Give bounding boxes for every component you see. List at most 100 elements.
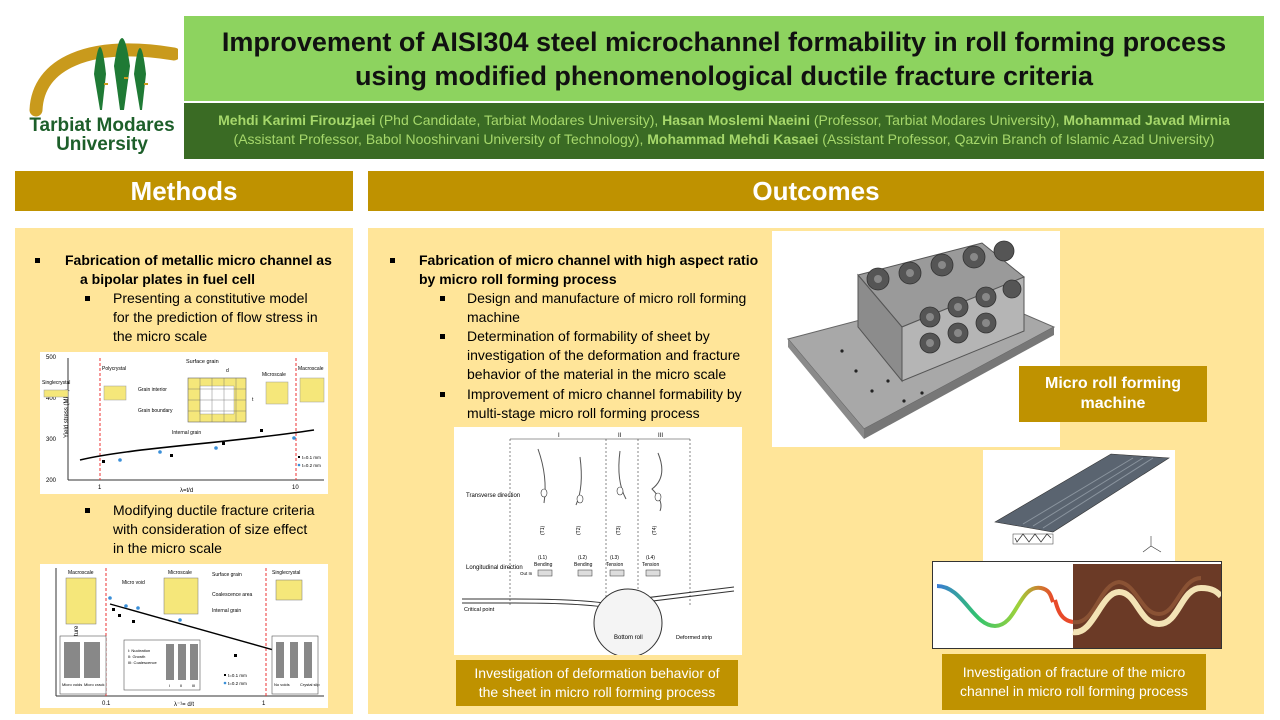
mode-t: (T3) — [616, 526, 622, 536]
methods-bullet-1: Fabrication of metallic micro channel as… — [65, 252, 332, 287]
label-micro-voids: Micro voids — [62, 682, 82, 687]
xtick: 0.1 — [102, 701, 111, 707]
logo-text-line1: Tarbiat Modares — [29, 115, 175, 136]
mode-t: (T1) — [540, 526, 546, 536]
roll-forming-machine-image — [772, 231, 1060, 447]
label-polycrystal: Polycrystal — [102, 366, 126, 372]
author-affiliation: (Assistant Professor, Babol Nooshirvani … — [233, 131, 648, 147]
legend-entry: t=0.2 mm — [302, 463, 321, 468]
label-bottom-roll: Bottom roll — [614, 635, 643, 641]
ytick: 500 — [46, 355, 57, 361]
mode-l: (L3) — [610, 555, 619, 561]
label-micro-void: Micro void — [122, 580, 145, 586]
yaxis-label: Yield stress (MPa) — [64, 389, 70, 438]
zone-label: I — [558, 433, 560, 439]
legend-entry: t=0.1 mm — [302, 455, 321, 460]
poster-title: Improvement of AISI304 steel microchanne… — [222, 25, 1226, 93]
author-affiliation: (Professor, Tarbiat Modares University), — [809, 112, 1064, 128]
label-internal-grain: Internal grain — [212, 608, 241, 614]
label-singlecrystal: Singlecrystal — [42, 380, 70, 386]
xtick: 1 — [98, 485, 102, 491]
authors-banner: Mehdi Karimi Firouzjaei (Phd Candidate, … — [184, 103, 1264, 159]
ytick: 300 — [46, 437, 57, 443]
mode-name: Bending — [574, 562, 593, 568]
label-out-in: Out In — [520, 571, 533, 576]
label-deformed-strip: Deformed strip — [676, 635, 712, 641]
zone-label: III — [658, 433, 663, 439]
stage-label: III: Coalescence — [128, 660, 157, 665]
label-critical-point: Critical point — [464, 607, 495, 613]
ytick: 400 — [46, 396, 57, 402]
label-surface-grain: Surface grain — [212, 572, 242, 578]
label-t: t — [252, 397, 254, 403]
title-line2: using modified phenomenological ductile … — [354, 60, 1094, 91]
author-name: Mohammad Javad Mirnia — [1063, 112, 1230, 128]
label-macroscale: Macroscale — [68, 570, 94, 576]
label-internal-grain: Internal grain — [172, 430, 201, 436]
stage-label: II: Growth — [128, 654, 145, 659]
sub-bullet-marker — [85, 296, 90, 301]
label-macroscale: Macroscale — [298, 366, 324, 372]
mode-l: (L4) — [646, 555, 655, 561]
sub-bullet-marker — [440, 296, 445, 301]
mode-name: Bending — [534, 562, 553, 568]
logo-text-line2: University — [56, 134, 148, 155]
zone-label: II — [618, 433, 622, 439]
stage-roman: III — [192, 683, 195, 688]
xtick: 10 — [292, 485, 299, 491]
label-surface-grain: Surface grain — [186, 359, 219, 365]
label-micro-crack: Micro crack — [84, 682, 104, 687]
mode-name: Tension — [606, 562, 623, 568]
outcomes-sub-bullet-2: Determination of formability of sheet by… — [467, 328, 741, 382]
fracture-strain-figure: Fracture strain 0.1 1 λ⁻¹= d/t Macroscal… — [40, 564, 328, 708]
caption-deformation: Investigation of deformation behavior of… — [456, 660, 738, 706]
yield-stress-figure: 500 400 300 200 Yield stress (MPa) 1 10 … — [40, 352, 328, 494]
title-line1: Improvement of AISI304 steel microchanne… — [221, 26, 1227, 57]
sub-bullet-marker — [85, 508, 90, 513]
stage-roman: II — [180, 683, 182, 688]
label-crystal-slip: Crystal slip — [300, 682, 320, 687]
label-microscale: Microscale — [262, 372, 286, 378]
outcomes-heading: Outcomes — [368, 171, 1264, 211]
label-microscale: Microscale — [168, 570, 192, 576]
stage-roman: I — [169, 683, 170, 688]
author-name: Mohammad Mehdi Kasaei — [647, 131, 819, 147]
cypress-tree-icon — [29, 38, 178, 117]
xaxis-label: λ⁻¹= d/t — [174, 702, 194, 708]
label-transverse: Transverse direction — [466, 493, 520, 499]
sub-bullet-marker — [440, 392, 445, 397]
author-name: Hasan Moslemi Naeini — [662, 112, 810, 128]
corrugated-sheet-image — [983, 450, 1175, 562]
xtick: 1 — [262, 701, 266, 707]
methods-sub-bullet-1: Presenting a constitutive model for the … — [113, 290, 318, 344]
mode-l: (L1) — [538, 555, 547, 561]
mode-t: (T4) — [652, 526, 658, 536]
label-grain-boundary: Grain boundary — [138, 408, 173, 414]
methods-heading: Methods — [15, 171, 353, 211]
deformation-diagram: I II III Transverse direction Longitudin… — [454, 427, 742, 655]
label-no-voids: No voids — [274, 682, 290, 687]
stage-label: I: Nucleation — [128, 648, 150, 653]
outcomes-bullet-1: Fabrication of micro channel with high a… — [419, 252, 759, 287]
label-coalescence-area: Coalescence area — [212, 592, 253, 598]
ytick: 200 — [46, 478, 57, 484]
author-affiliation: (Phd Candidate, Tarbiat Modares Universi… — [375, 112, 663, 128]
label-d: d — [226, 368, 229, 374]
fracture-simulation-image — [932, 561, 1222, 649]
author-name: Mehdi Karimi Firouzjaei — [218, 112, 376, 128]
legend-entry: t=0.2 mm — [228, 681, 247, 686]
mode-t: (T2) — [576, 526, 582, 536]
yaxis-label: Fracture strain — [74, 609, 80, 648]
methods-sub-bullet-2: Modifying ductile fracture criteria with… — [113, 502, 315, 556]
bullet-marker — [390, 258, 395, 263]
bullet-marker — [35, 258, 40, 263]
label-grain-interior: Grain interior — [138, 387, 167, 393]
poster-title-banner: Improvement of AISI304 steel microchanne… — [184, 16, 1264, 101]
legend-entry: t=0.1 mm — [228, 673, 247, 678]
mode-name: Tension — [642, 562, 659, 568]
xaxis-label: λ=t/d — [180, 488, 193, 494]
sub-bullet-marker — [440, 334, 445, 339]
author-affiliation: (Assistant Professor, Qazvin Branch of I… — [818, 131, 1215, 147]
mode-l: (L2) — [578, 555, 587, 561]
